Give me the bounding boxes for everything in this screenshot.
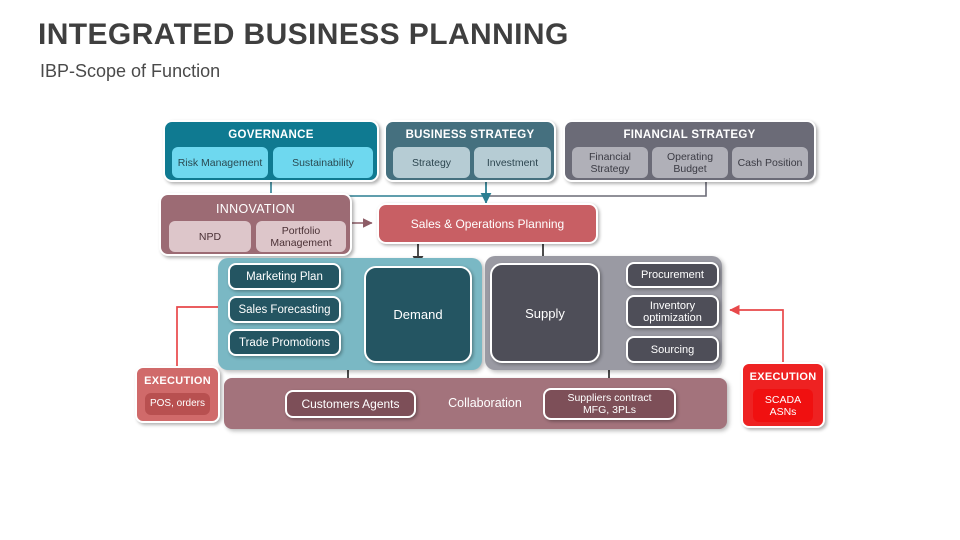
innovation-title: INNOVATION [216,202,295,216]
execution-right-panel[interactable]: EXECUTION SCADA ASNs [741,362,825,428]
business-strategy-panel[interactable]: BUSINESS STRATEGY Strategy Investment [384,120,556,182]
collaboration-suppliers-contract-box[interactable]: Suppliers contract MFG, 3PLs [543,388,676,420]
execution-left-panel[interactable]: EXECUTION POS, orders [135,366,220,423]
execution-right-inner-line1: SCADA [764,393,802,406]
execution-right-title: EXECUTION [749,371,817,383]
collaboration-customers-agents-box[interactable]: Customers Agents [285,390,416,418]
sales-operations-planning-box[interactable]: Sales & Operations Planning [377,203,598,244]
chip-npd[interactable]: NPD [169,221,251,252]
chip-financial-strategy[interactable]: Financial Strategy [572,147,648,178]
chip-cash-position[interactable]: Cash Position [732,147,808,178]
demand-input-sales-forecasting[interactable]: Sales Forecasting [228,296,341,323]
financial-strategy-panel[interactable]: FINANCIAL STRATEGY Financial Strategy Op… [563,120,816,182]
chip-sustainability[interactable]: Sustainability [273,147,373,178]
business-strategy-title: BUSINESS STRATEGY [405,129,535,141]
supply-input-inventory-optimization[interactable]: Inventory optimization [626,295,719,328]
governance-title: GOVERNANCE [228,129,314,141]
chip-operating-budget[interactable]: Operating Budget [652,147,728,178]
demand-input-trade-promotions[interactable]: Trade Promotions [228,329,341,356]
suppliers-contract-line1: Suppliers contract [567,392,652,404]
demand-main-box[interactable]: Demand [364,266,472,363]
chip-investment[interactable]: Investment [474,147,551,178]
chip-strategy[interactable]: Strategy [393,147,470,178]
chip-risk-management[interactable]: Risk Management [172,147,268,178]
demand-input-marketing-plan[interactable]: Marketing Plan [228,263,341,290]
supply-input-sourcing[interactable]: Sourcing [626,336,719,363]
page-title: INTEGRATED BUSINESS PLANNING [38,18,569,51]
execution-right-inner[interactable]: SCADA ASNs [753,389,813,422]
execution-left-inner[interactable]: POS, orders [145,393,210,415]
chip-portfolio-management[interactable]: Portfolio Management [256,221,346,252]
governance-panel[interactable]: GOVERNANCE Risk Management Sustainabilit… [163,120,379,182]
supply-input-procurement[interactable]: Procurement [626,262,719,288]
execution-right-inner-line2: ASNs [769,405,797,418]
financial-strategy-title: FINANCIAL STRATEGY [623,129,756,141]
collaboration-label: Collaboration [448,396,522,410]
page-subtitle: IBP-Scope of Function [40,61,221,81]
supply-main-box[interactable]: Supply [490,263,600,363]
execution-left-title: EXECUTION [144,375,211,387]
innovation-panel[interactable]: INNOVATION NPD Portfolio Management [159,193,352,256]
suppliers-contract-line2: MFG, 3PLs [582,404,637,416]
